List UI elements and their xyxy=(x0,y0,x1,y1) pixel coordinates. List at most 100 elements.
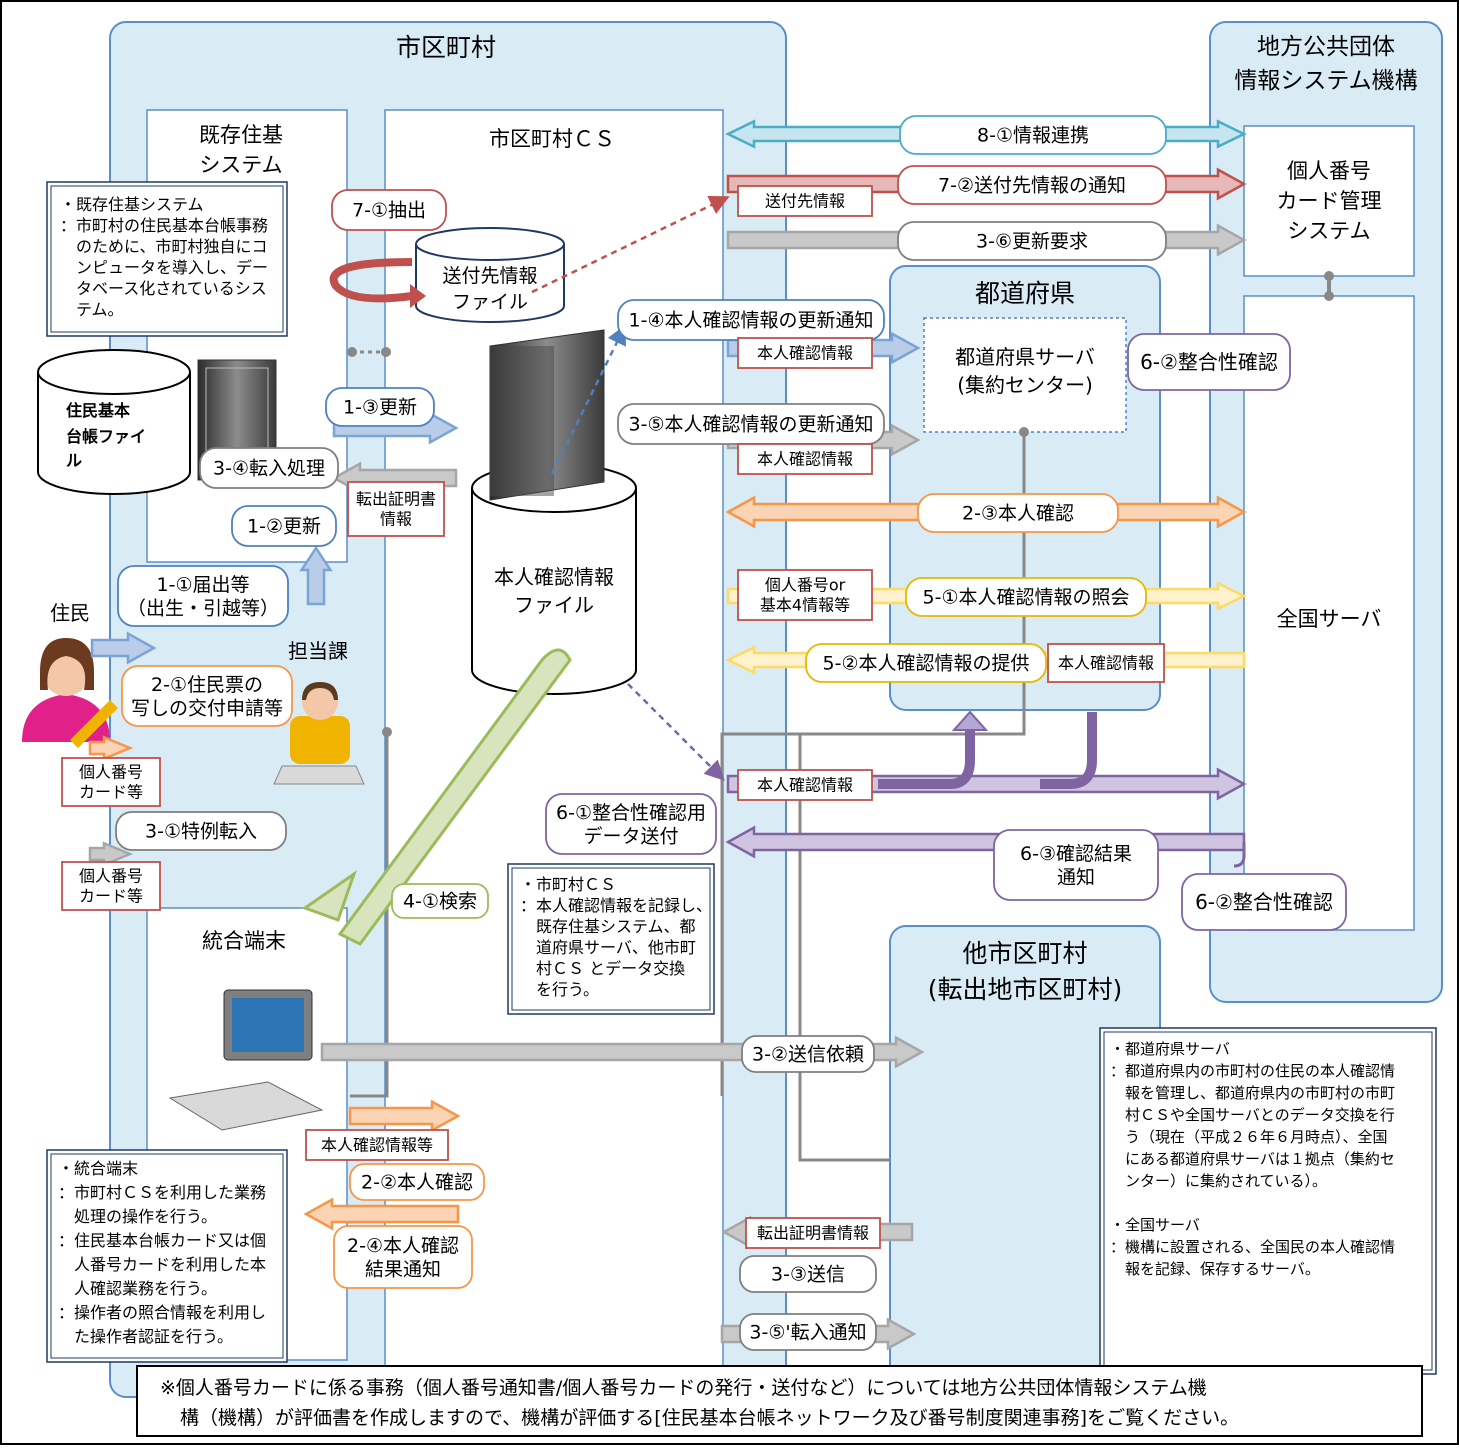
note-line: ・都道府県サーバ xyxy=(1110,1040,1230,1058)
label-card-1-text: カード等 xyxy=(79,783,143,802)
step-2-3 xyxy=(917,493,1119,533)
search-loop-arrow xyxy=(337,648,572,946)
note-line: を行う。 xyxy=(520,980,599,999)
note-line: ：市町村ＣＳを利用した業務 xyxy=(58,1183,266,1202)
step-8-1-text: 8-①情報連携 xyxy=(977,125,1089,147)
kison-title-1: 既存住基 xyxy=(199,123,283,147)
sofu-file-label-1: 送付先情報 xyxy=(442,265,537,287)
step-3-6 xyxy=(897,221,1167,261)
label-honnin-info-2 xyxy=(737,443,873,475)
dot xyxy=(1324,271,1334,281)
dashed-arrow-1-4 xyxy=(550,324,626,475)
label-honnin-info-etc-text: 本人確認情報等 xyxy=(321,1136,433,1155)
purple-curve-up xyxy=(878,730,975,789)
purple-corner xyxy=(1233,842,1246,868)
extract-loop-arrow xyxy=(329,258,413,303)
pref-server-title-1: 都道府県サーバ xyxy=(955,345,1095,369)
label-card-1 xyxy=(61,757,161,807)
kison-note: ・既存住基システム：市町村の住民基本台帳事務 のために、市町村独自にコ ンピュー… xyxy=(46,181,288,337)
resident-db-label-1: 住民基本 xyxy=(66,401,130,420)
label-kojin-or-text: 個人番号or xyxy=(765,576,846,595)
step-3-3 xyxy=(739,1255,877,1293)
tantou-icon xyxy=(273,682,365,785)
note-line: 人番号カードを利用した本 xyxy=(58,1255,266,1274)
jlis-title-2: 情報システム機構 xyxy=(1234,68,1417,94)
sofu-file-cylinder: 送付先情報 ファイル xyxy=(415,227,565,323)
step-4-1-text: 4-①検索 xyxy=(403,891,477,913)
note-line: 道府県サーバ、他市町 xyxy=(520,938,696,957)
note-line: ：都道府県内の市町村の住民の本人確認情 xyxy=(1110,1062,1395,1080)
footer-line-2: 構（機構）が評価書を作成しますので、機構が評価する[住民基本台帳ネットワーク及び… xyxy=(180,1407,1239,1429)
terminal-note: ・統合端末：市町村ＣＳを利用した業務 処理の操作を行う。：住民基本台帳カード又は… xyxy=(46,1149,288,1363)
step-5-1 xyxy=(905,577,1147,617)
footer-line-1: ※個人番号カードに係る事務（個人番号通知書/個人番号カードの発行・送付など）につ… xyxy=(160,1377,1207,1399)
label-card-2 xyxy=(61,861,161,911)
note-line: 村ＣＳ とデータ交換 xyxy=(520,959,685,978)
dashed-arrow-6-1 xyxy=(627,683,725,781)
cs-title: 市区町村ＣＳ xyxy=(489,127,615,151)
resident-db-label-2: 台帳ファイ xyxy=(66,427,146,446)
cs-note: ・市町村ＣＳ：本人確認情報を記録し、 既存住基システム、都 道府県サーバ、他市町… xyxy=(507,863,715,1015)
step-2-4-text: 結果通知 xyxy=(365,1259,441,1281)
label-sofu-info xyxy=(737,185,873,217)
note-line: ンピュータを導入し、デー xyxy=(60,258,268,277)
arrow-1-2 xyxy=(299,545,333,606)
note-line: 報を記録、保存するサーバ。 xyxy=(1110,1260,1320,1278)
step-2-2 xyxy=(349,1163,485,1201)
step-2-4 xyxy=(333,1225,473,1289)
note-line: にある都道府県サーバは１拠点（集約セ xyxy=(1110,1150,1395,1168)
step-6-1-text: 6-①整合性確認用 xyxy=(556,802,706,824)
label-honnin-info-4-text: 本人確認情報 xyxy=(757,776,853,795)
dot xyxy=(382,727,392,737)
card-mgmt-title-3: システム xyxy=(1287,219,1370,243)
purple-curve-up-head xyxy=(951,710,989,731)
dot xyxy=(1019,427,1029,437)
label-kojin-or-text: 基本4情報等 xyxy=(760,596,850,615)
note-line: 既存住基システム、都 xyxy=(520,917,696,936)
cs-server-icon xyxy=(489,329,605,501)
municipality-title: 市区町村 xyxy=(396,33,496,62)
step-7-1-text: 7-①抽出 xyxy=(352,200,426,222)
extract-loop-head xyxy=(410,284,426,308)
step-2-3-text: 2-③本人確認 xyxy=(962,503,1074,525)
note-line: タベース化されているシス xyxy=(60,279,267,298)
terminal-title: 統合端末 xyxy=(202,929,286,953)
pref-server-title-2: (集約センター) xyxy=(957,373,1093,397)
step-6-3-text: 通知 xyxy=(1057,867,1095,889)
step-5-2-text: 5-②本人確認情報の提供 xyxy=(823,653,1030,675)
computer-icon xyxy=(168,989,324,1131)
arrow-2-4 xyxy=(303,1197,460,1231)
step-3-4 xyxy=(199,447,339,489)
step-3-1 xyxy=(115,811,287,851)
step-6-1-text: データ送付 xyxy=(583,826,678,848)
arrow-1-1 xyxy=(90,631,157,665)
label-tenshutsu-info-2 xyxy=(745,1217,881,1249)
connector-other xyxy=(798,734,890,1162)
note-line: ンター）に集約されている）。 xyxy=(1110,1172,1327,1190)
note-line: ・既存住基システム xyxy=(60,195,204,214)
prefecture-title: 都道府県 xyxy=(975,279,1075,308)
step-6-2-text: 6-②整合性確認 xyxy=(1140,350,1278,374)
step-6-2 xyxy=(1127,333,1291,391)
resident-label: 住民 xyxy=(50,601,90,625)
step-8-1 xyxy=(899,115,1167,155)
step-1-1 xyxy=(117,565,289,627)
step-1-3-text: 1-③更新 xyxy=(343,397,417,419)
arrow-card xyxy=(88,735,134,761)
note-line: 処理の操作を行う。 xyxy=(58,1207,217,1226)
step-1-4-text: 1-④本人確認情報の更新通知 xyxy=(629,310,874,332)
step-7-2-text: 7-②送付先情報の通知 xyxy=(938,175,1126,197)
note-line: ：本人確認情報を記録し、 xyxy=(520,896,712,915)
step-6-1 xyxy=(545,793,717,855)
tantou-label: 担当課 xyxy=(288,639,348,663)
step-3-3-text: 3-③送信 xyxy=(771,1264,845,1286)
label-honnin-info-3 xyxy=(1047,643,1165,683)
note-line: ・全国サーバ xyxy=(1110,1216,1200,1234)
label-honnin-info-1 xyxy=(737,337,873,369)
step-6-3 xyxy=(993,829,1159,901)
dot xyxy=(1324,291,1334,301)
note-line: ：機構に設置される、全国民の本人確認情 xyxy=(1110,1238,1395,1256)
honnin-file-label-2: ファイル xyxy=(514,593,594,617)
note-line: た操作者認証を行う。 xyxy=(58,1327,233,1346)
step-3-4-text: 3-④転入処理 xyxy=(213,458,325,480)
